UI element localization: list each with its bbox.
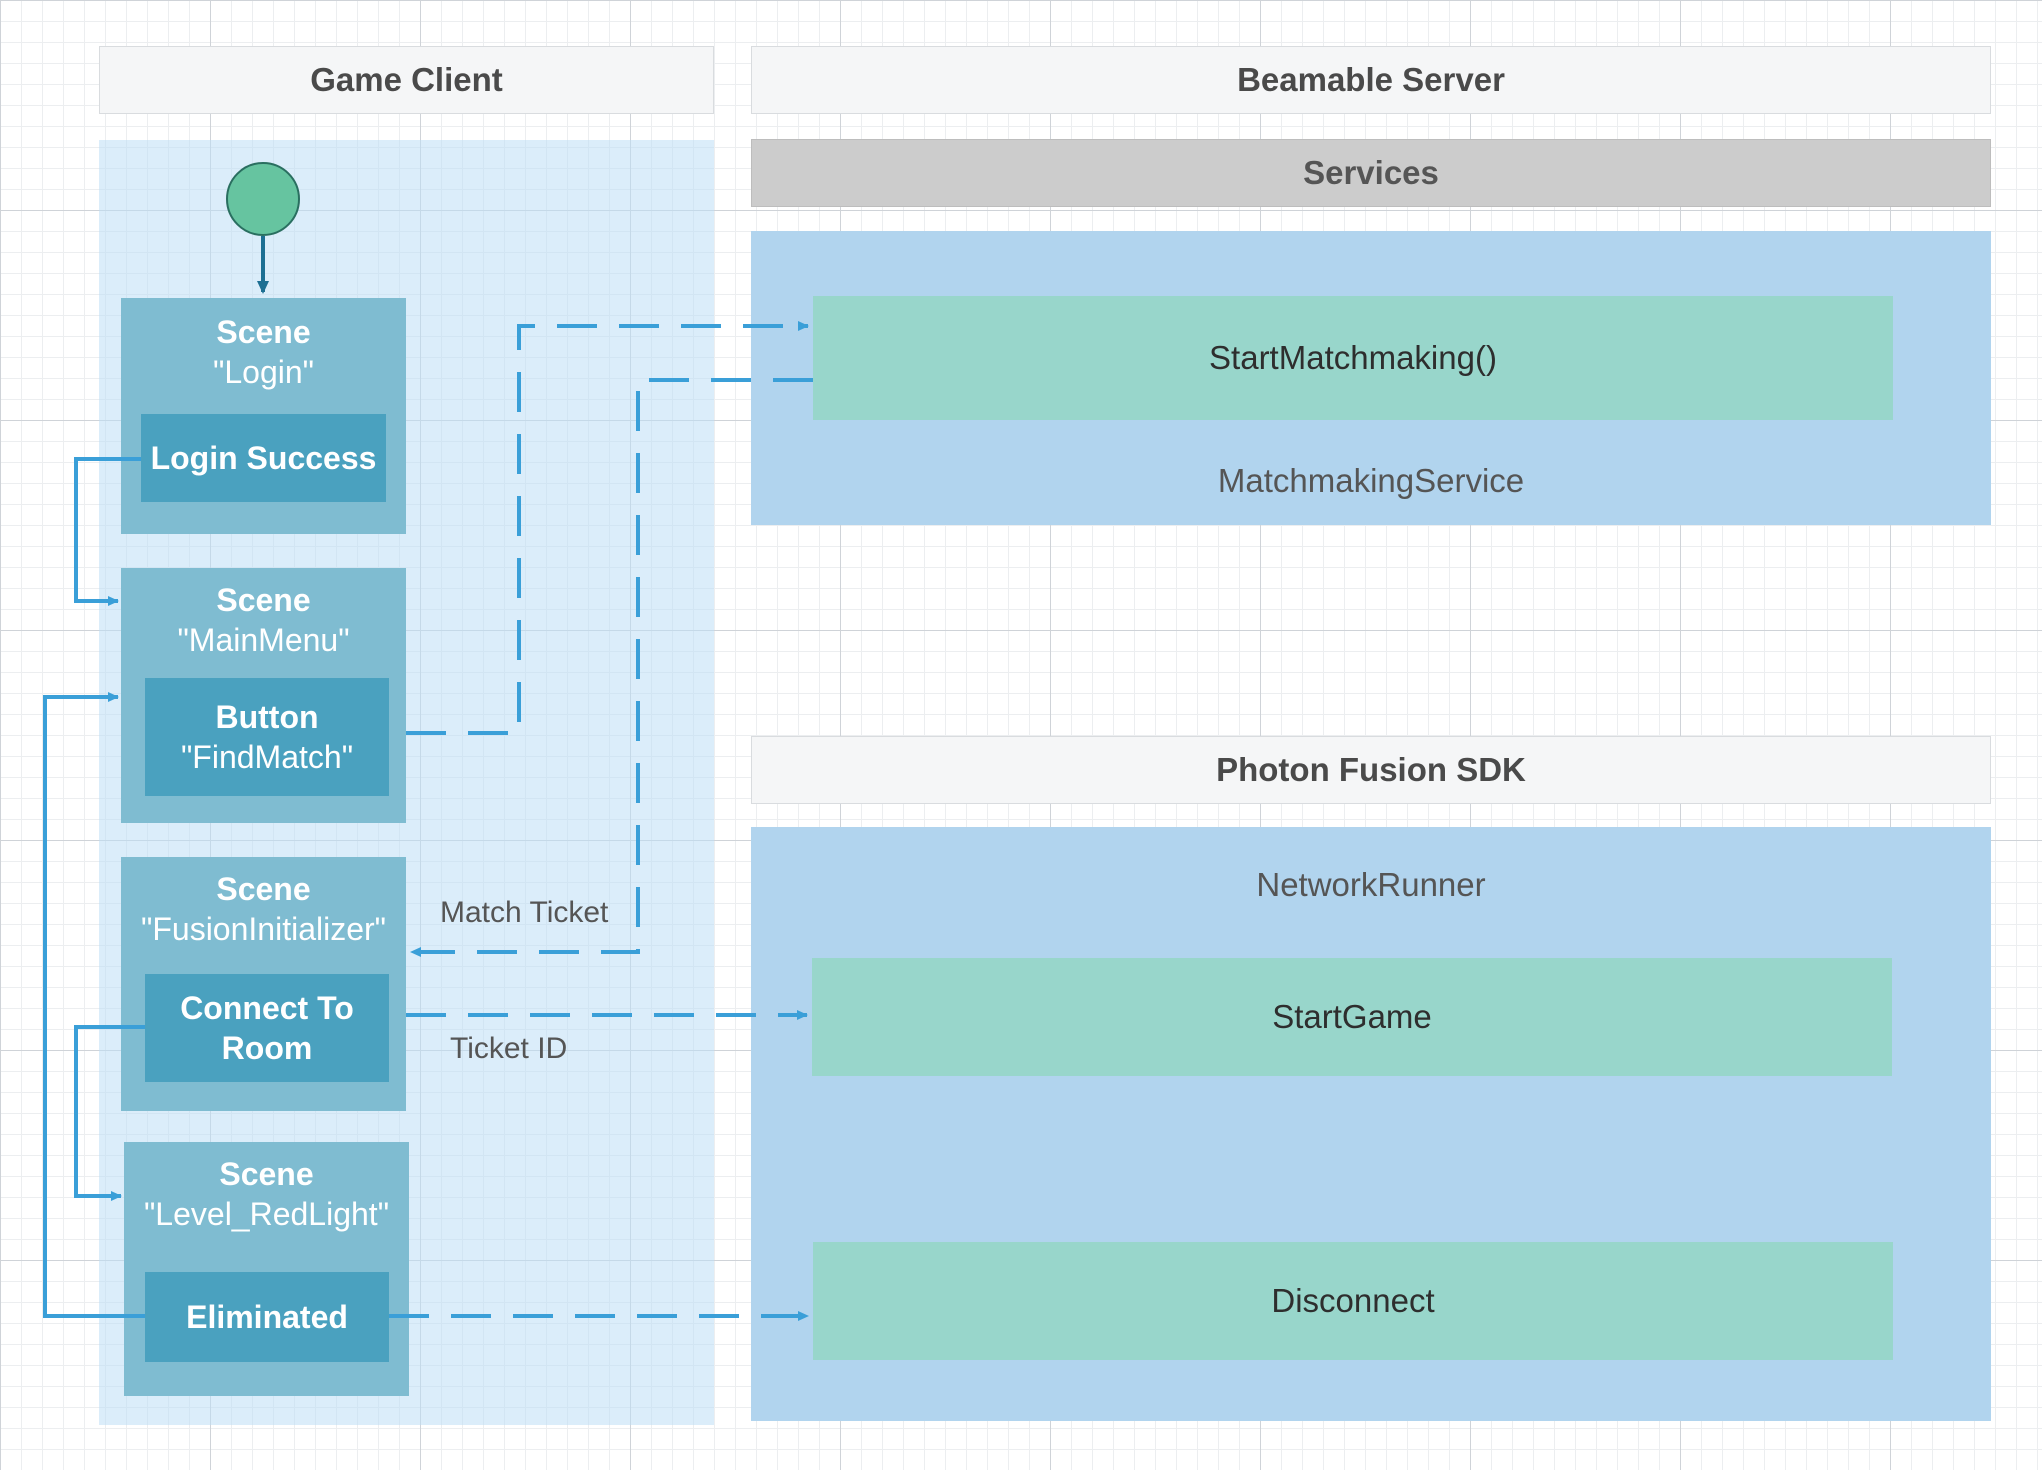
- scene-fusion-initializer-title: Scene: [216, 871, 311, 907]
- game-client-header: Game Client: [99, 46, 714, 114]
- eliminated-label: Eliminated: [186, 1299, 348, 1335]
- connect-to-room-line2: Room: [221, 1030, 313, 1066]
- disconnect-method: Disconnect: [813, 1242, 1893, 1360]
- scene-fusion-initializer-name: "FusionInitializer": [140, 911, 387, 947]
- start-node: [226, 162, 300, 236]
- start-game-label: StartGame: [1272, 998, 1432, 1035]
- connect-to-room-line1: Connect To: [180, 990, 354, 1026]
- start-matchmaking-method: StartMatchmaking(): [813, 296, 1893, 420]
- match-ticket-label: Match Ticket: [440, 896, 609, 929]
- photon-fusion-sdk-header: Photon Fusion SDK: [751, 736, 1991, 804]
- connect-to-room-action: Connect To Room: [145, 974, 389, 1082]
- scene-level-redlight: Scene "Level_RedLight" Eliminated: [124, 1142, 409, 1396]
- scene-level-redlight-title: Scene: [219, 1156, 314, 1192]
- scene-main-menu-title: Scene: [216, 582, 311, 618]
- login-success-action: Login Success: [141, 414, 386, 502]
- scene-login: Scene "Login" Login Success: [121, 298, 406, 534]
- matchmaking-service-label: MatchmakingService: [1217, 462, 1525, 499]
- photon-fusion-sdk-header-label: Photon Fusion SDK: [1216, 751, 1526, 788]
- scene-main-menu: Scene "MainMenu" Button "FindMatch": [121, 568, 406, 823]
- network-runner-label: NetworkRunner: [1256, 866, 1486, 903]
- scene-login-name: "Login": [212, 354, 314, 390]
- start-matchmaking-label: StartMatchmaking(): [1209, 339, 1497, 376]
- beamable-server-header-label: Beamable Server: [1237, 61, 1505, 98]
- game-client-header-label: Game Client: [310, 61, 503, 98]
- disconnect-label: Disconnect: [1271, 1282, 1435, 1319]
- ticket-id-label: Ticket ID: [450, 1032, 568, 1065]
- login-success-label: Login Success: [150, 440, 377, 476]
- start-game-method: StartGame: [812, 958, 1892, 1076]
- scene-login-title: Scene: [216, 314, 311, 350]
- find-match-line2: "FindMatch": [180, 739, 354, 775]
- scene-level-redlight-name: "Level_RedLight": [143, 1196, 390, 1232]
- find-match-line1: Button: [215, 699, 319, 735]
- beamable-server-header: Beamable Server: [751, 46, 1991, 114]
- find-match-button-action: Button "FindMatch": [145, 678, 389, 796]
- services-header: Services: [751, 139, 1991, 207]
- services-header-label: Services: [1303, 154, 1439, 191]
- eliminated-action: Eliminated: [145, 1272, 389, 1362]
- scene-main-menu-name: "MainMenu": [177, 622, 350, 658]
- scene-fusion-initializer: Scene "FusionInitializer" Connect To Roo…: [121, 857, 406, 1111]
